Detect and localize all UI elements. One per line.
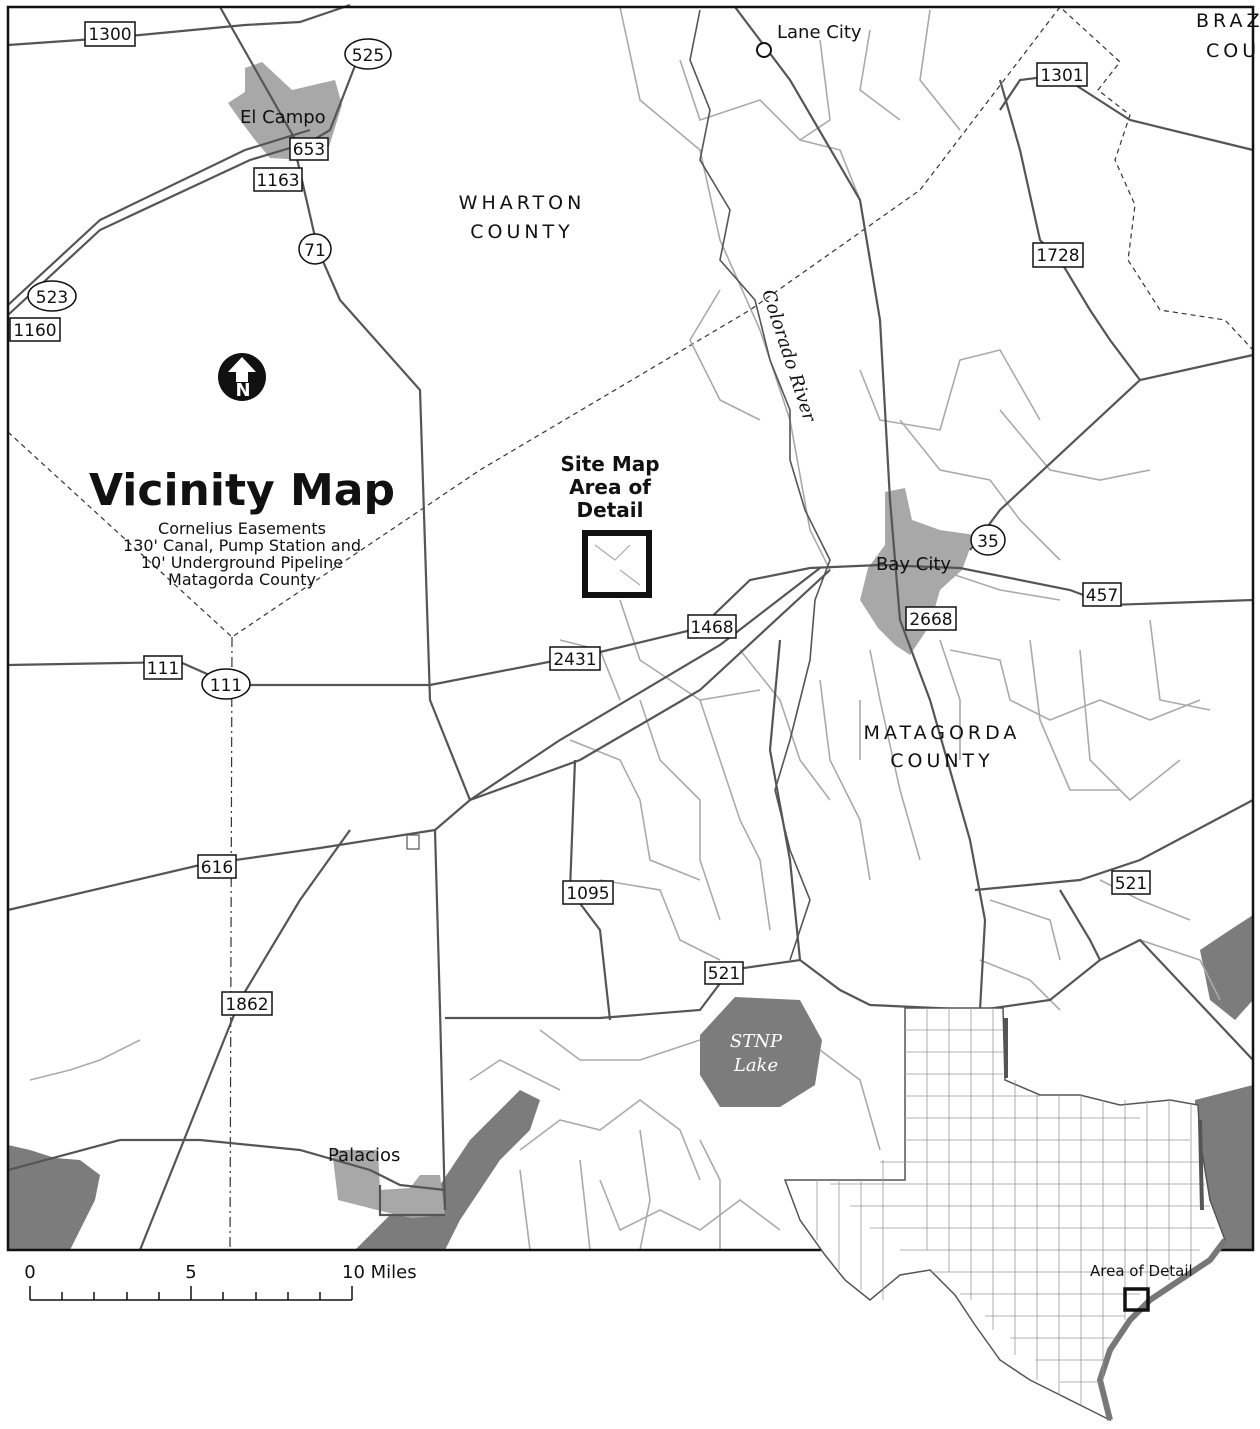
shield-1300: 1300 xyxy=(88,25,131,45)
road-sh35 xyxy=(734,6,987,1011)
el-campo-label: El Campo xyxy=(240,107,326,128)
shield-111-sh: 111 xyxy=(210,676,242,696)
colorado-river xyxy=(689,9,831,961)
road-palacios-n xyxy=(433,829,447,1211)
tres-palacios-bay xyxy=(355,1090,540,1250)
wharton-county-label-1: WHARTON xyxy=(459,192,586,214)
major-roads xyxy=(7,3,1254,1251)
el-campo-urban xyxy=(228,62,342,160)
shield-523: 523 xyxy=(36,288,68,308)
shield-1160: 1160 xyxy=(13,321,56,341)
road-fm1163 xyxy=(7,143,301,316)
jackson-matagorda-boundary xyxy=(229,636,233,1251)
shield-1095: 1095 xyxy=(566,884,609,904)
map-frame xyxy=(6,5,1255,1252)
wharton-matagorda-boundary xyxy=(7,6,1254,638)
shield-1728: 1728 xyxy=(1036,246,1079,266)
road-fm521 xyxy=(445,938,1254,1061)
road-sh71 xyxy=(293,149,831,802)
road-bay-loop xyxy=(378,1185,445,1217)
shield-521-east: 521 xyxy=(1115,874,1147,894)
texas-east-edge xyxy=(1198,1119,1204,1211)
scale-tick-10-miles: 10 Miles xyxy=(342,1262,417,1283)
shield-2431: 2431 xyxy=(553,650,596,670)
inset-area-of-detail-box xyxy=(1123,1287,1150,1312)
shield-1468: 1468 xyxy=(690,618,733,638)
shield-71: 71 xyxy=(304,241,326,261)
road-rr-parallel xyxy=(7,128,311,306)
bay-city-urban xyxy=(860,488,975,655)
map-frame-bg xyxy=(8,7,1253,1250)
road-fm1300 xyxy=(7,3,351,47)
north-label: N xyxy=(235,380,250,401)
scale-tick-0: 0 xyxy=(24,1262,35,1283)
road-bay-palacios xyxy=(7,1138,446,1192)
lake-label-1: STNP xyxy=(730,1031,783,1052)
map-subtitle-2: 130' Canal, Pump Station and xyxy=(123,536,361,555)
map-title: Vicinity Map xyxy=(89,465,395,516)
small-structure xyxy=(406,834,420,850)
shield-653: 653 xyxy=(293,140,325,160)
wharton-county-label-2: COUNTY xyxy=(470,221,574,243)
map-subtitle-4: Matagorda County xyxy=(168,570,316,589)
road-river-east xyxy=(768,639,802,961)
shield-457: 457 xyxy=(1086,586,1118,606)
site-map-label-3: Detail xyxy=(577,498,644,522)
road-fm616 xyxy=(7,828,436,912)
shield-1862: 1862 xyxy=(225,995,268,1015)
road-upper-west xyxy=(219,6,301,149)
texas-inset: Area of Detail xyxy=(783,1007,1228,1422)
texas-county-grid xyxy=(816,1008,1215,1405)
map-subtitle-3: 10' Underground Pipeline xyxy=(141,553,343,572)
site-map-label-1: Site Map xyxy=(560,452,659,476)
shield-1301: 1301 xyxy=(1040,66,1083,86)
matagorda-county-label-2: COUNTY xyxy=(890,750,994,772)
road-fm1468 xyxy=(434,567,821,831)
lake-label-2: Lake xyxy=(733,1055,778,1076)
bay-city-label: Bay City xyxy=(876,554,951,575)
road-fm1095 xyxy=(568,759,612,1021)
east-marsh xyxy=(1200,915,1253,1020)
road-shields: 1300 525 653 1163 71 523 1160 1301 1728 … xyxy=(9,21,1151,1016)
bay-west xyxy=(8,1145,100,1250)
shield-616: 616 xyxy=(201,858,233,878)
scale-bar: 0 5 10 Miles xyxy=(24,1262,417,1301)
lane-city-marker xyxy=(756,42,772,58)
shield-1163: 1163 xyxy=(256,171,299,191)
lane-city-label: Lane City xyxy=(777,22,862,43)
inset-area-of-detail-label: Area of Detail xyxy=(1090,1262,1193,1280)
matagorda-county-label-1: MATAGORDA xyxy=(864,722,1021,744)
road-fm1728 xyxy=(998,79,1254,382)
site-map-box-roads xyxy=(594,544,641,586)
shield-521-west: 521 xyxy=(708,964,740,984)
brazoria-county-label-1: BRAZ xyxy=(1196,10,1260,32)
map-subtitle-1: Cornelius Easements xyxy=(158,519,326,538)
site-map-label-2: Area of xyxy=(569,475,651,499)
road-fm521-east xyxy=(974,799,1254,892)
stnp-lake xyxy=(700,997,822,1107)
brazoria-county-label-2: COU xyxy=(1206,40,1260,62)
shield-525: 525 xyxy=(352,46,384,66)
north-arrow-icon: N xyxy=(218,353,266,401)
scale-tick-5: 5 xyxy=(185,1262,196,1283)
shield-2668: 2668 xyxy=(909,610,952,630)
palacios-label: Palacios xyxy=(328,1145,400,1166)
shield-111-fm: 111 xyxy=(147,659,179,679)
road-fm521-east-2 xyxy=(1059,889,1101,961)
county-boundaries xyxy=(7,6,1254,1251)
site-map-box xyxy=(582,530,652,598)
shield-35: 35 xyxy=(977,532,999,552)
